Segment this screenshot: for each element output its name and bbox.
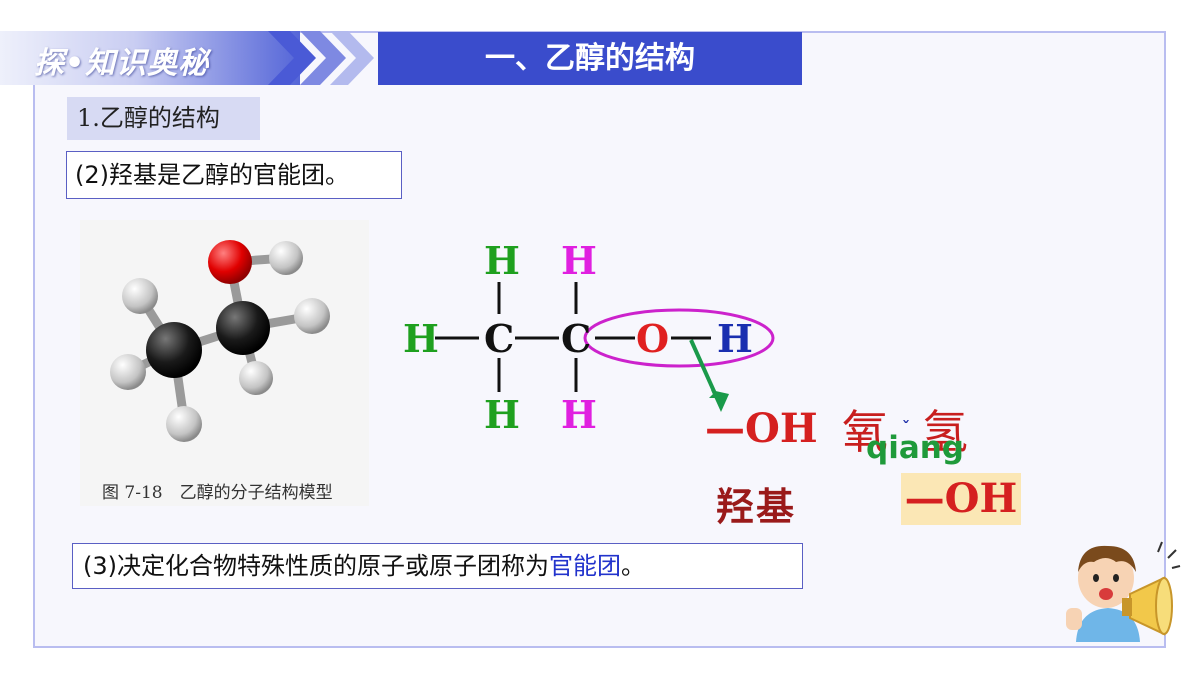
tone-mark: ˇ bbox=[902, 418, 910, 437]
atom-h-left: H bbox=[403, 316, 439, 361]
atom-h-c2-top: H bbox=[561, 238, 597, 283]
note-definition: (3)决定化合物特殊性质的原子或原子团称为官能团。 bbox=[72, 543, 803, 589]
ethanol-structural-formula: H C C O H H H H H bbox=[403, 238, 775, 437]
megaphone-mascot-icon bbox=[1066, 541, 1181, 642]
hydroxyl-formula-highlight: —OH bbox=[901, 473, 1021, 525]
ball-stick-model-icon bbox=[110, 240, 330, 442]
char-oxygen: 氧 bbox=[842, 405, 888, 459]
page-title: 一、乙醇的结构 bbox=[378, 32, 802, 85]
arrow-icon bbox=[689, 339, 729, 412]
atom-h-c2-bottom: H bbox=[561, 392, 597, 437]
char-hydrogen: 氢 bbox=[922, 405, 968, 459]
note-definition-highlight: 官能团 bbox=[549, 552, 621, 580]
pinyin-qiang: qiang bbox=[866, 430, 964, 466]
brand-banner bbox=[0, 31, 300, 85]
atom-h-hydroxyl: H bbox=[717, 316, 753, 361]
model-caption: 图 7-18 乙醇的分子结构模型 bbox=[102, 483, 333, 503]
note-definition-text: (3)决定化合物特殊性质的原子或原子团称为 bbox=[83, 552, 549, 580]
brand-title: 探•知识奥秘 bbox=[34, 46, 210, 81]
atom-h-c1-bottom: H bbox=[484, 392, 520, 437]
section-subtitle: 1.乙醇的结构 bbox=[67, 97, 260, 140]
atom-c2: C bbox=[561, 316, 591, 361]
hydroxyl-formula: —OH bbox=[705, 405, 818, 452]
molecule-model-image bbox=[80, 220, 369, 506]
atom-oxygen: O bbox=[636, 316, 669, 361]
atom-c1: C bbox=[484, 316, 514, 361]
hydroxyl-label: 羟基 bbox=[716, 484, 797, 529]
note-definition-end: 。 bbox=[621, 552, 645, 580]
chevron-decoration-icon bbox=[268, 31, 374, 85]
note-functional-group: (2)羟基是乙醇的官能团。 bbox=[66, 151, 402, 199]
atom-h-c1-top: H bbox=[484, 238, 520, 283]
